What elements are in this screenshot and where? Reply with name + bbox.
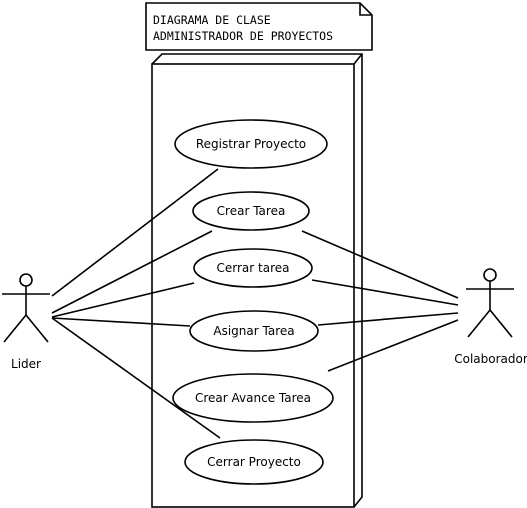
use-case-cerrar-proyecto[interactable]: Cerrar Proyecto	[184, 439, 324, 485]
assoc-colaborador-asignar-tarea	[317, 312, 459, 326]
assoc-colaborador-cerrar-tarea	[311, 279, 459, 306]
stick-figure-icon	[2, 273, 50, 343]
associations	[51, 168, 459, 439]
actor-label: Colaborador	[454, 352, 527, 366]
note-line-1: DIAGRAMA DE CLASE	[153, 13, 271, 27]
assoc-colaborador-crear-avance-tarea	[327, 319, 459, 372]
title-note: DIAGRAMA DE CLASE ADMINISTRADOR DE PROYE…	[145, 2, 373, 51]
use-case-crear-tarea[interactable]: Crear Tarea	[192, 191, 310, 231]
assoc-lider-registrar-proyecto	[51, 168, 219, 297]
stick-figure-icon	[466, 268, 514, 338]
assoc-lider-cerrar-tarea	[51, 282, 195, 318]
use-case-label: Asignar Tarea	[213, 324, 294, 338]
actor-colaborador[interactable]: Colaborador	[454, 268, 527, 366]
assoc-lider-cerrar-proyecto	[51, 317, 221, 439]
assoc-lider-crear-tarea	[51, 230, 213, 314]
assoc-colaborador-crear-tarea	[301, 230, 459, 299]
use-case-registrar-proyecto[interactable]: Registrar Proyecto	[174, 119, 328, 169]
use-case-label: Registrar Proyecto	[196, 137, 306, 151]
assoc-lider-asignar-tarea	[51, 317, 191, 327]
use-case-label: Cerrar tarea	[217, 261, 290, 275]
use-case-label: Crear Tarea	[217, 204, 286, 218]
use-case-cerrar-tarea[interactable]: Cerrar tarea	[193, 248, 313, 288]
use-case-label: Crear Avance Tarea	[195, 391, 311, 405]
actor-lider[interactable]: Lider	[2, 273, 50, 371]
use-case-crear-avance-tarea[interactable]: Crear Avance Tarea	[172, 373, 334, 423]
note-line-2: ADMINISTRADOR DE PROYECTOS	[153, 29, 333, 43]
use-case-asignar-tarea[interactable]: Asignar Tarea	[189, 310, 319, 352]
use-case-label: Cerrar Proyecto	[207, 455, 301, 469]
actor-label: Lider	[11, 357, 41, 371]
